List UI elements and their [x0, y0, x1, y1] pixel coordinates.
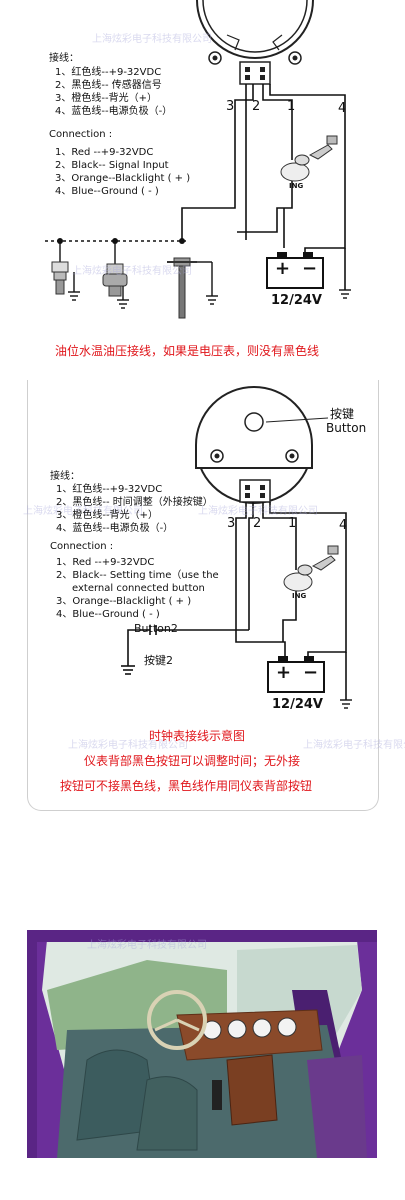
legend-cn-item: 2、黑色线-- 传感器信号	[55, 80, 162, 91]
watermark: 上海炫彩电子科技有限公司	[23, 506, 143, 517]
car-interior-photo: 上海炫彩电子科技有限公司	[27, 930, 377, 1158]
battery-minus: −	[302, 258, 318, 279]
wire-number: 3	[226, 99, 235, 114]
legend-en-item: 1、Red --+9-32VDC	[55, 147, 154, 158]
legend-en-title: Connection :	[49, 129, 113, 140]
legend-en-item: 4、Blue--Ground ( - )	[56, 609, 160, 620]
car-interior-illustration	[27, 930, 377, 1158]
caption-line: 按钮可不接黑色线，黑色线作用同仪表背部按钮	[60, 779, 313, 793]
temp-sensor-icon	[51, 241, 80, 301]
wire-number: 2	[253, 516, 262, 531]
battery-plus: +	[276, 662, 292, 683]
legend-en-item: external connected button	[72, 583, 205, 594]
battery-plus: +	[275, 258, 291, 279]
watermark: 上海炫彩电子科技有限公司	[92, 34, 212, 45]
wire-number: 1	[287, 99, 296, 114]
button2-label-cn: 按键2	[144, 654, 173, 667]
legend-en-item: 4、Blue--Ground ( - )	[55, 186, 159, 197]
wiring-diagram-1	[45, 0, 351, 319]
wire-number: 1	[288, 516, 297, 531]
legend-cn-item: 4、蓝色线--电源负极（-）	[55, 106, 173, 117]
legend-cn-item: 3、橙色线--背光（+）	[56, 510, 158, 521]
oil-temp-pressure-wiring-panel: 上海炫彩电子科技有限公司 上海炫彩电子科技有限公司 接线： 1、红色线--+9-…	[27, 0, 377, 378]
legend-en-item: 3、Orange--Blacklight ( + )	[56, 596, 192, 607]
watermark: 上海炫彩电子科技有限公司	[303, 740, 405, 751]
watermark: 上海炫彩电子科技有限公司	[68, 740, 188, 751]
legend-en-item: 2、Black-- Setting time（use the	[56, 570, 219, 581]
battery-icon	[266, 252, 324, 289]
button-label-cn: 按键	[330, 407, 355, 421]
button2-icon	[121, 625, 168, 675]
wires	[168, 502, 347, 700]
legend-en-item: 3、Orange--Blacklight ( + )	[55, 173, 191, 184]
gauge-body	[195, 386, 329, 504]
legend-cn-title: 接线：	[49, 53, 79, 64]
battery-voltage-label: 12/24V	[271, 293, 322, 308]
level-sensor-icon	[167, 257, 218, 319]
legend-cn-item: 2、黑色线-- 时间调整（外接按键）	[56, 497, 213, 508]
legend-en-item: 2、Black-- Signal Input	[55, 160, 169, 171]
ignition-switch-icon	[283, 545, 339, 592]
pressure-sensor-icon	[102, 241, 129, 309]
legend-cn-item: 3、橙色线--背光（+）	[55, 93, 157, 104]
legend-cn-item: 1、红色线--+9-32VDC	[55, 67, 162, 78]
caption-title: 时钟表接线示意图	[149, 729, 246, 743]
wire-number: 4	[339, 518, 348, 533]
ign-label: ING	[292, 592, 307, 600]
watermark: 上海炫彩电子科技有限公司	[87, 940, 207, 951]
button-label-en: Button	[326, 421, 367, 435]
legend-cn-item: 1、红色线--+9-32VDC	[56, 484, 163, 495]
ign-label: ING	[289, 182, 304, 190]
watermark: 上海炫彩电子科技有限公司	[198, 506, 318, 517]
button2-label-en: Button2	[134, 622, 178, 635]
watermark: 上海炫彩电子科技有限公司	[72, 266, 192, 277]
battery-icon	[267, 656, 325, 693]
caption-line: 仪表背部黑色按钮可以调整时间；无外接	[84, 754, 301, 768]
wire-number: 2	[252, 99, 261, 114]
battery-voltage-label: 12/24V	[272, 697, 323, 712]
legend-en-item: 1、Red --+9-32VDC	[56, 557, 155, 568]
wire-number: 3	[227, 516, 236, 531]
caption: 油位水温油压接线，如果是电压表，则没有黑色线	[55, 344, 320, 358]
gauge-body	[196, 0, 314, 85]
wiring-diagram-2	[121, 386, 352, 709]
legend-en-title: Connection :	[50, 541, 114, 552]
ignition-switch-icon	[280, 135, 338, 182]
battery-minus: −	[303, 662, 319, 683]
legend-cn-title: 接线：	[50, 471, 80, 482]
wire-number: 4	[338, 101, 347, 116]
clock-wiring-panel: 上海炫彩电子科技有限公司 上海炫彩电子科技有限公司 上海炫彩电子科技有限公司 上…	[23, 380, 405, 811]
legend-cn-item: 4、蓝色线--电源负极（-）	[56, 523, 174, 534]
